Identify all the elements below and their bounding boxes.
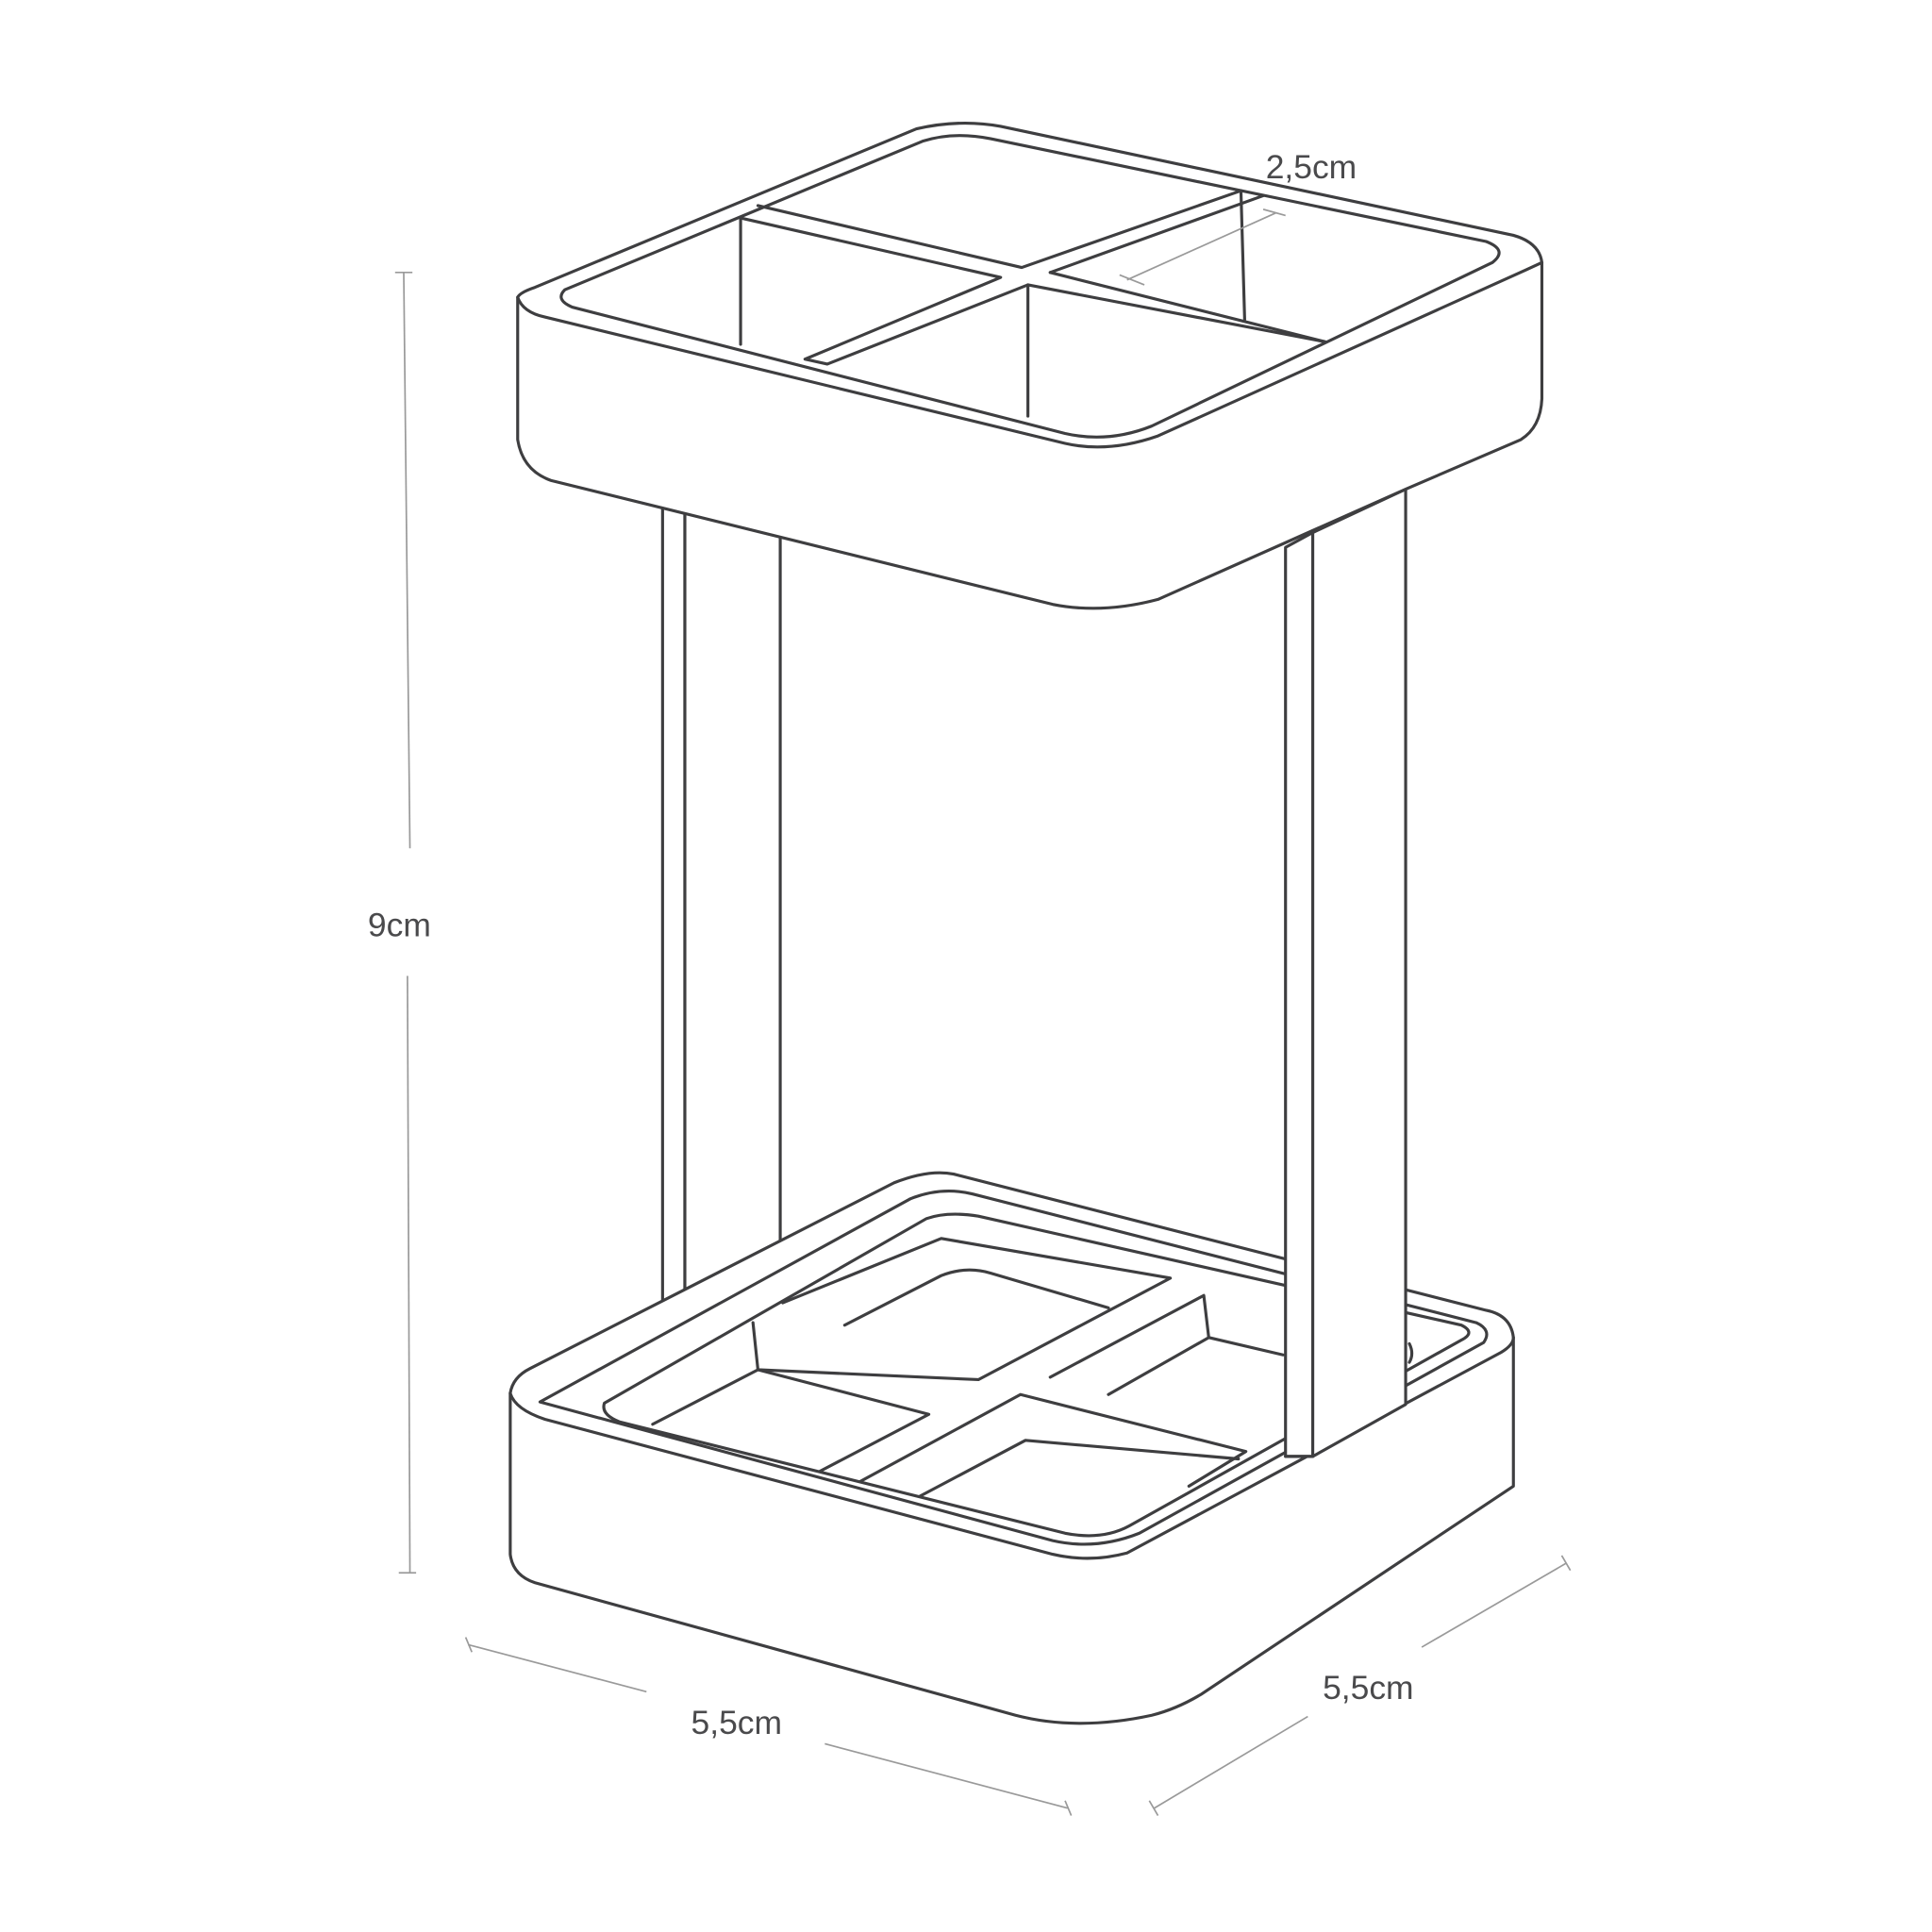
height-label: 9cm — [368, 906, 431, 943]
top-holder — [516, 121, 1544, 610]
left-pillar — [660, 493, 782, 1317]
dimension-compartment: 2,5cm — [1119, 148, 1357, 286]
dimension-width: 5,5cm — [464, 1637, 1073, 1816]
compartment-width-label: 2,5cm — [1266, 148, 1357, 186]
depth-label: 5,5cm — [1323, 1669, 1414, 1707]
right-pillar — [1284, 487, 1414, 1458]
dimension-depth: 5,5cm — [1148, 1555, 1572, 1817]
width-label: 5,5cm — [691, 1704, 783, 1741]
dimension-height: 9cm — [368, 271, 431, 1574]
